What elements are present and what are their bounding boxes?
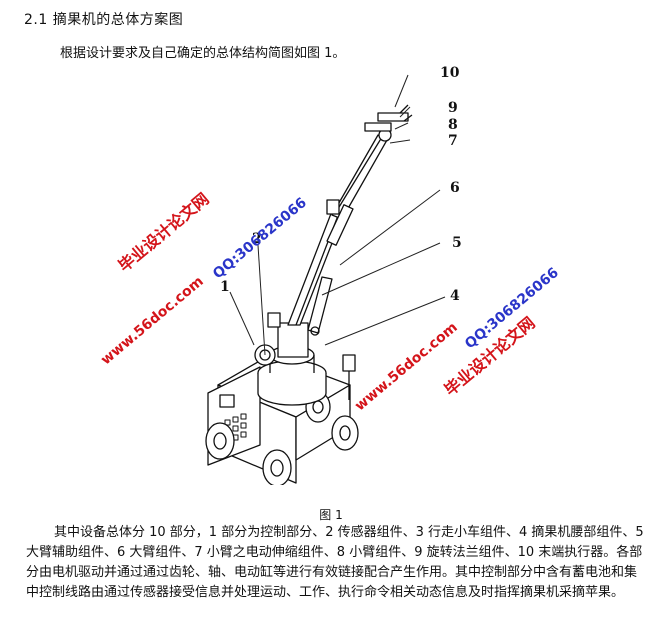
intro-text: 根据设计要求及自己确定的总体结构简图如图 1。 [60, 46, 346, 61]
wheel-front-right [262, 449, 292, 485]
wheel-front-left [205, 422, 235, 460]
small-arm [326, 134, 388, 246]
section-heading: 2.1 摘果机的总体方案图 [24, 12, 184, 28]
figure-caption: 图 1 [319, 508, 343, 522]
part-label-6: 6 [450, 180, 460, 196]
part-label-1: 1 [220, 279, 230, 295]
part-label-9: 9 [448, 100, 458, 116]
wheel-rear-right [331, 415, 359, 451]
part-label-5: 5 [452, 235, 462, 251]
part-label-8: 8 [448, 117, 458, 133]
description-paragraph: 其中设备总体分 10 部分，1 部分为控制部分、2 传感器组件、3 行走小车组件… [26, 525, 644, 600]
machine-diagram: 1 2 3 4 5 6 7 8 9 10 [205, 65, 462, 485]
part-label-4: 4 [450, 288, 460, 304]
part-label-2: 2 [252, 231, 262, 247]
part-label-7: 7 [448, 133, 458, 149]
part-label-10: 10 [440, 65, 460, 81]
end-effector [364, 104, 413, 142]
